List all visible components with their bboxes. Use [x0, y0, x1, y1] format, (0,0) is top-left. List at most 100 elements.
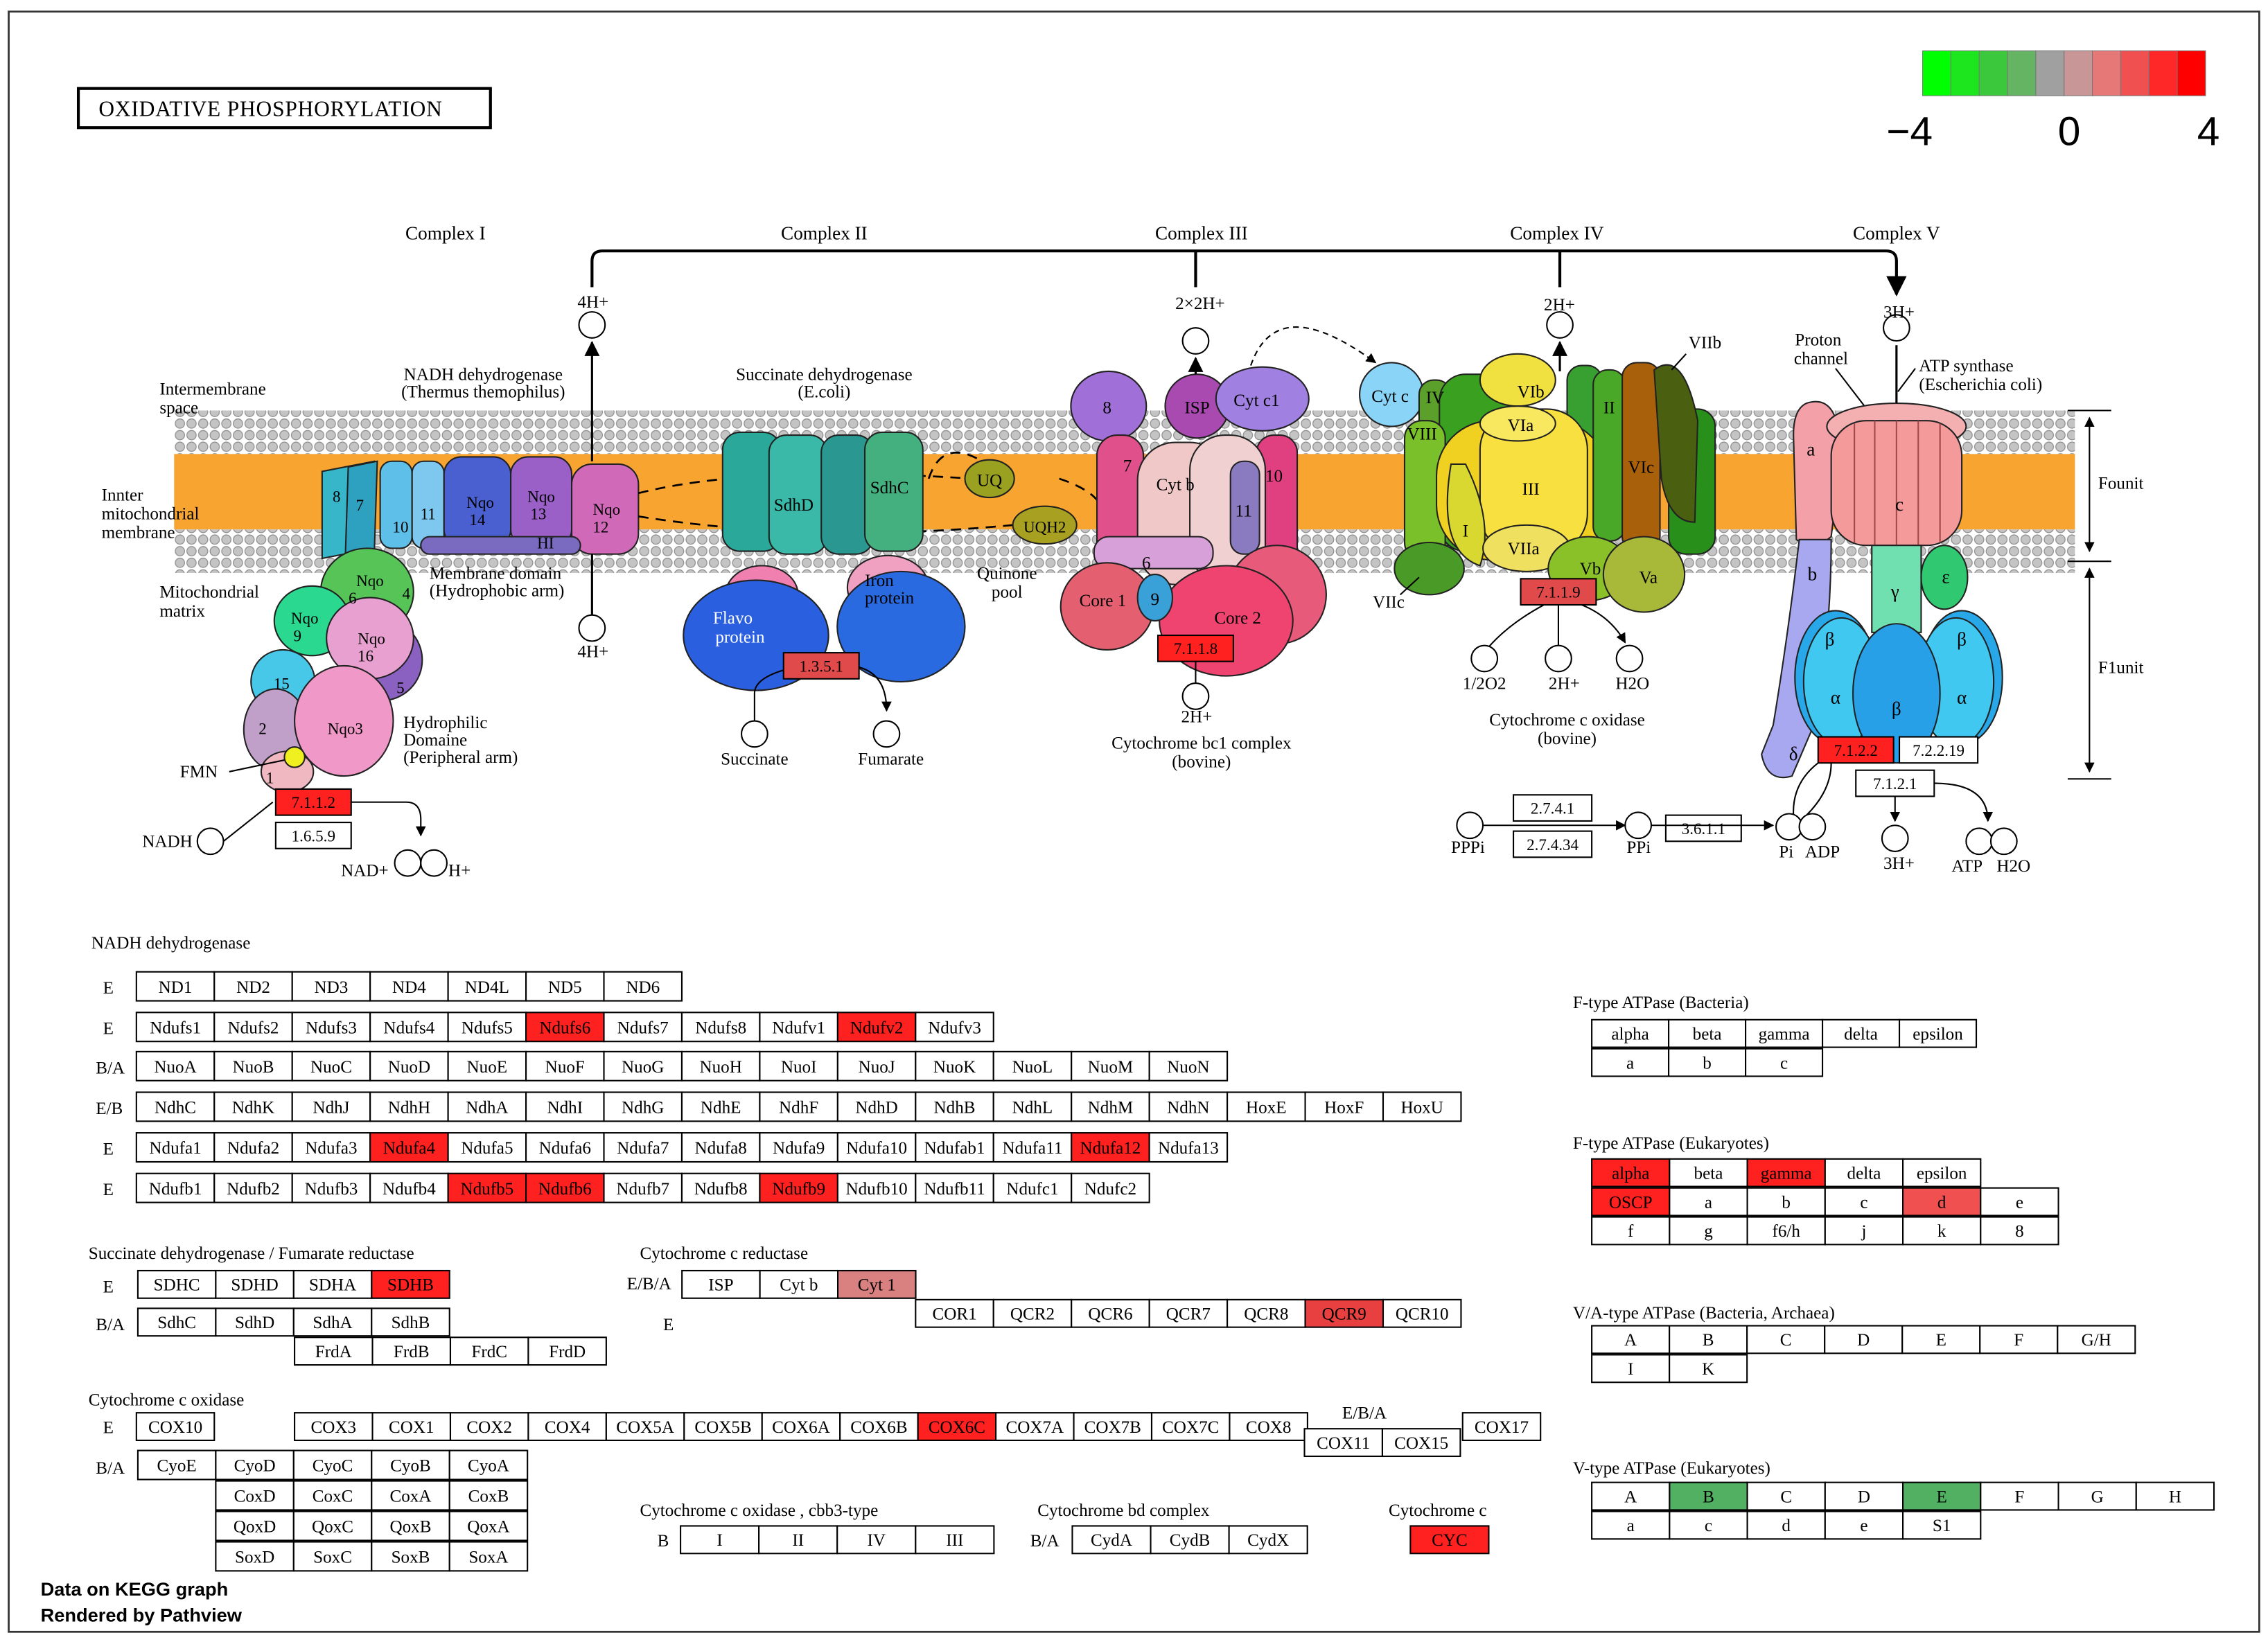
- gene-sdhc-box[interactable]: [137, 1269, 217, 1299]
- gene-qoxa-box[interactable]: [448, 1510, 529, 1542]
- gene-nd5-box[interactable]: [525, 971, 605, 1002]
- gene-epsilon-box[interactable]: [1898, 1018, 1978, 1048]
- gene-hoxu-box[interactable]: [1382, 1091, 1462, 1122]
- ec-7-2-2-19-box[interactable]: [1898, 736, 1979, 764]
- gene-qoxd-box[interactable]: [215, 1510, 295, 1542]
- gene-g-h-box[interactable]: [2057, 1325, 2136, 1354]
- gene-nd6-box[interactable]: [603, 971, 683, 1002]
- gene-cox7c-box[interactable]: [1150, 1412, 1231, 1441]
- gene-frdb-box[interactable]: [371, 1336, 452, 1366]
- gene-cor1-box[interactable]: [915, 1298, 994, 1328]
- gene-cyt-b-box[interactable]: [759, 1269, 839, 1299]
- gene-d-box[interactable]: [1902, 1187, 1982, 1217]
- gene-soxa-box[interactable]: [448, 1541, 529, 1572]
- gene-f-box[interactable]: [1979, 1325, 2059, 1354]
- gene-qcr10-box[interactable]: [1382, 1298, 1462, 1328]
- gene-cox2-box[interactable]: [449, 1412, 529, 1441]
- gene-ndufb3-box[interactable]: [291, 1172, 371, 1203]
- ec-3-6-1-1-box[interactable]: [1664, 814, 1742, 842]
- gene-alpha-box[interactable]: [1591, 1158, 1671, 1188]
- ec-1-3-5-1-box[interactable]: [782, 652, 860, 680]
- gene-cydb-box[interactable]: [1150, 1525, 1230, 1555]
- gene-f-box[interactable]: [1980, 1481, 2059, 1511]
- gene-cox3-box[interactable]: [294, 1412, 373, 1441]
- gene-epsilon-box[interactable]: [1902, 1158, 1982, 1188]
- gene-sdhc-box[interactable]: [137, 1307, 217, 1337]
- fumarate-node[interactable]: [872, 720, 901, 748]
- gene-beta-box[interactable]: [1669, 1158, 1748, 1188]
- gene-nuoj-box[interactable]: [836, 1050, 917, 1081]
- gene-d-box[interactable]: [1824, 1325, 1904, 1354]
- ppi-node[interactable]: [1624, 811, 1653, 840]
- gene-ndufb9-box[interactable]: [759, 1172, 838, 1203]
- gene-ndufs5-box[interactable]: [447, 1012, 527, 1043]
- proton-node-6[interactable]: [1181, 682, 1210, 710]
- nadh-node[interactable]: [196, 827, 225, 856]
- gene-h-box[interactable]: [2135, 1481, 2215, 1511]
- gene-ndufa5-box[interactable]: [447, 1132, 527, 1163]
- gene-ndhi-box[interactable]: [525, 1091, 605, 1122]
- gene-nuog-box[interactable]: [603, 1050, 683, 1081]
- gene-a-box[interactable]: [1669, 1187, 1748, 1217]
- gene-ndufa4-box[interactable]: [369, 1132, 449, 1163]
- gene-nd1-box[interactable]: [135, 971, 216, 1002]
- h-node-complex-i[interactable]: [420, 849, 448, 877]
- gene-f-box[interactable]: [1591, 1216, 1671, 1246]
- gene-nuob-box[interactable]: [213, 1050, 293, 1081]
- h2o-node-v[interactable]: [1989, 827, 2018, 856]
- gene-cyob-box[interactable]: [371, 1449, 450, 1481]
- proton-node-7[interactable]: [1545, 644, 1572, 673]
- gene-c-box[interactable]: [1746, 1481, 1826, 1511]
- gene-soxd-box[interactable]: [215, 1541, 295, 1572]
- o2-node[interactable]: [1470, 644, 1499, 673]
- gene-ndufb4-box[interactable]: [369, 1172, 449, 1203]
- gene-e-box[interactable]: [1824, 1510, 1904, 1540]
- gene-delta-box[interactable]: [1824, 1158, 1904, 1188]
- gene-ndhn-box[interactable]: [1148, 1091, 1229, 1122]
- gene-nd4l-box[interactable]: [447, 971, 527, 1002]
- gene-ndufa3-box[interactable]: [291, 1132, 371, 1163]
- gene-ndufs6-box[interactable]: [525, 1012, 605, 1043]
- gene-nuoi-box[interactable]: [759, 1050, 838, 1081]
- gene-ndufa12-box[interactable]: [1071, 1132, 1150, 1163]
- gene-cyda-box[interactable]: [1071, 1525, 1152, 1555]
- gene-ndufb8-box[interactable]: [680, 1172, 761, 1203]
- gene-ndufa1-box[interactable]: [135, 1132, 216, 1163]
- gene-ndhj-box[interactable]: [291, 1091, 371, 1122]
- gene-s1-box[interactable]: [1902, 1510, 1982, 1540]
- gene-b-box[interactable]: [1668, 1048, 1747, 1077]
- gene-cox4-box[interactable]: [527, 1412, 607, 1441]
- gene-ndufa8-box[interactable]: [680, 1132, 761, 1163]
- gene-ndhf-box[interactable]: [759, 1091, 838, 1122]
- gene-sdhd-box[interactable]: [215, 1269, 295, 1299]
- gene-e-box[interactable]: [1901, 1325, 1981, 1354]
- gene-cox11-box[interactable]: [1303, 1428, 1384, 1458]
- gene-cox7b-box[interactable]: [1073, 1412, 1153, 1441]
- gene-ndufa7-box[interactable]: [603, 1132, 683, 1163]
- atp-node[interactable]: [1965, 827, 1994, 856]
- gene-cyt-1-box[interactable]: [837, 1269, 917, 1299]
- gene-a-box[interactable]: [1591, 1048, 1670, 1077]
- gene-ndufb7-box[interactable]: [603, 1172, 683, 1203]
- gene-ndufc2-box[interactable]: [1071, 1172, 1150, 1203]
- gene-frdd-box[interactable]: [527, 1336, 607, 1366]
- gene-nuom-box[interactable]: [1071, 1050, 1150, 1081]
- gene-8-box[interactable]: [1980, 1216, 2059, 1246]
- pppi-node[interactable]: [1456, 811, 1484, 840]
- gene-cyoa-box[interactable]: [448, 1449, 529, 1481]
- gene-cox10-box[interactable]: [135, 1412, 216, 1441]
- gene-ii-box[interactable]: [758, 1525, 838, 1555]
- gene-nuoe-box[interactable]: [447, 1050, 527, 1081]
- gene-isp-box[interactable]: [681, 1269, 761, 1299]
- gene-soxb-box[interactable]: [371, 1541, 450, 1572]
- gene-ndufc1-box[interactable]: [992, 1172, 1073, 1203]
- gene-sdhd-box[interactable]: [215, 1307, 295, 1337]
- gene-nd2-box[interactable]: [213, 971, 293, 1002]
- gene-b-box[interactable]: [1669, 1325, 1748, 1354]
- gene-ndufa10-box[interactable]: [836, 1132, 917, 1163]
- pi-node[interactable]: [1775, 813, 1803, 841]
- gene-cox7a-box[interactable]: [995, 1412, 1075, 1441]
- gene-b-box[interactable]: [1746, 1187, 1826, 1217]
- gene-hoxe-box[interactable]: [1227, 1091, 1306, 1122]
- gene-cyc-box[interactable]: [1409, 1525, 1490, 1555]
